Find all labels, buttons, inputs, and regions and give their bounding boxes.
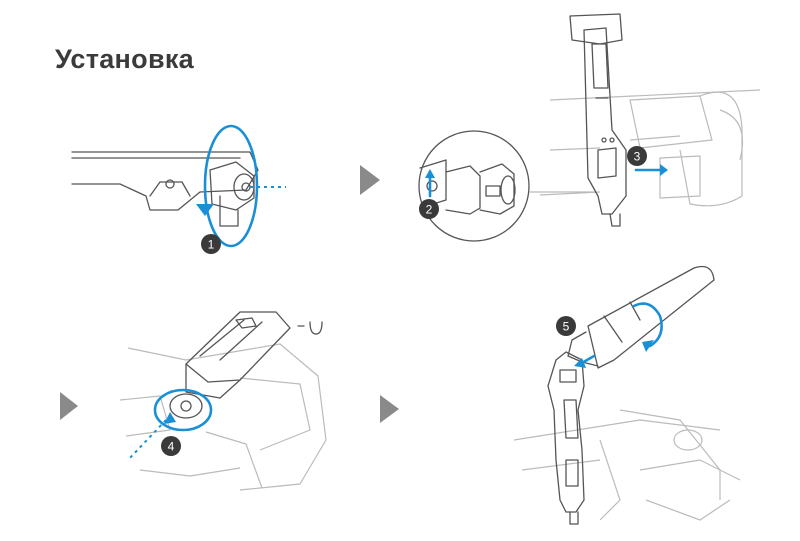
step-2-number: 2 — [426, 203, 433, 217]
step-2-3-illustration — [418, 13, 761, 242]
step-4-number: 4 — [168, 440, 175, 454]
page-title: Установка — [55, 44, 194, 74]
step-5-illustration — [513, 265, 741, 525]
step-3-number: 3 — [634, 150, 641, 164]
step-1-illustration — [71, 124, 286, 248]
step-5-badge: 5 — [556, 316, 576, 336]
step-2-badge: 2 — [419, 199, 439, 219]
step-3-badge: 3 — [627, 146, 647, 166]
next-arrow-icon — [360, 165, 380, 195]
next-arrow-icon — [380, 395, 399, 423]
step-5-number: 5 — [563, 320, 570, 334]
step-1-number: 1 — [208, 238, 215, 252]
next-arrow-icon — [60, 392, 78, 420]
step-1-badge: 1 — [201, 234, 221, 254]
step-4-badge: 4 — [161, 436, 181, 456]
step-4-illustration — [119, 311, 327, 491]
